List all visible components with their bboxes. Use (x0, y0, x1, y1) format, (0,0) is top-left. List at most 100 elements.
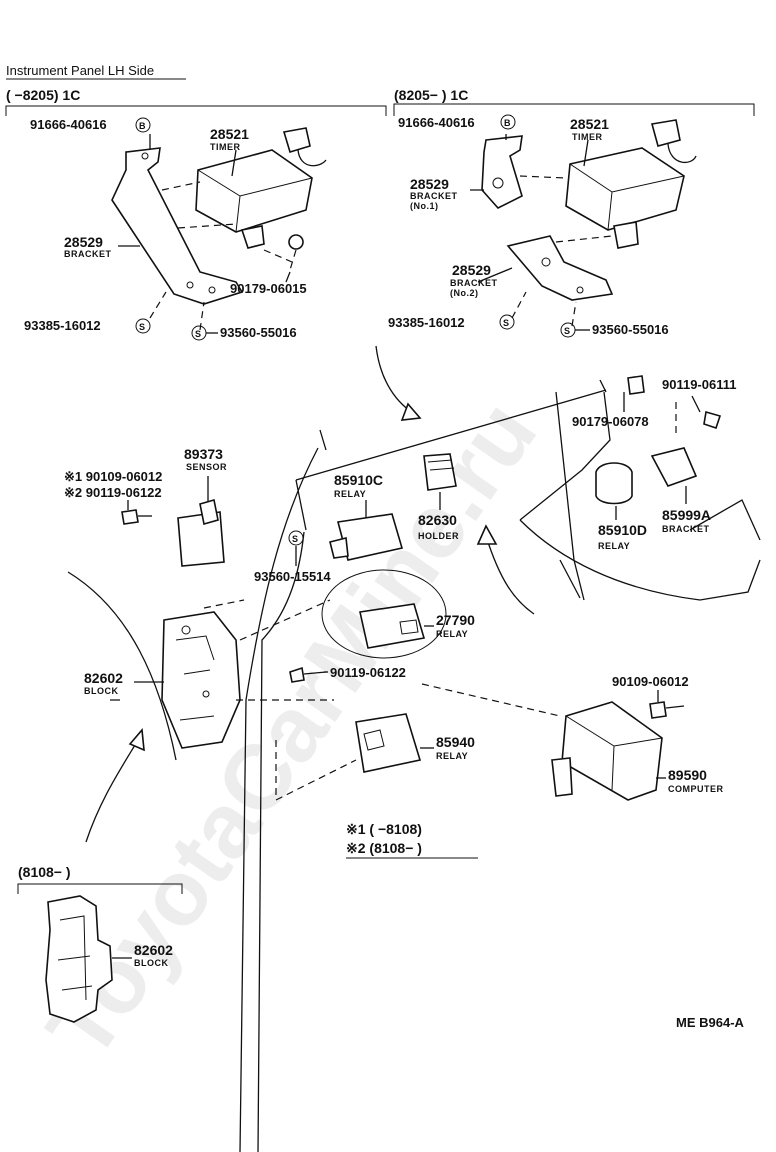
sensor-bolt-label-2: ※2 90119-06122 (64, 485, 162, 500)
relay-85940-number: 85940 (436, 734, 475, 750)
bottom-block-number: 82602 (134, 942, 173, 958)
b-symbol-circle (500, 114, 516, 130)
s-symbol-circle (135, 318, 151, 334)
page-title: Instrument Panel LH Side (6, 63, 154, 78)
connector-wire (667, 143, 697, 164)
relay-27790-number: 27790 (436, 612, 475, 628)
assembly-line (519, 175, 567, 179)
relay-socket (399, 619, 419, 635)
sensor-number: 89373 (184, 446, 223, 462)
bracket-no2-number: 28529 (452, 262, 491, 278)
relay-85910d-part (595, 462, 633, 505)
s-symbol: S (503, 318, 510, 328)
relay-27790-name: RELAY (436, 629, 468, 639)
relay-socket (363, 729, 385, 751)
computer-number: 89590 (668, 767, 707, 783)
panel-edge (67, 571, 177, 761)
assembly-line (263, 249, 297, 271)
relay-85910d-name: RELAY (598, 541, 630, 551)
assembly-line (177, 223, 237, 229)
left-range-bracket (5, 105, 387, 116)
bracket-85999a-number: 85999A (662, 507, 711, 523)
right-timer-name: TIMER (572, 132, 603, 142)
bolt-part (703, 410, 722, 430)
right-screw-label-2: 93560-55016 (592, 322, 669, 337)
left-screw-label-2: 93560-55016 (220, 325, 297, 340)
assembly-line (161, 181, 201, 191)
s-symbol: S (292, 534, 299, 544)
assembly-line (203, 599, 334, 701)
computer-tab (551, 757, 573, 797)
sensor-name: SENSOR (186, 462, 227, 472)
s-symbol-circle (288, 530, 304, 546)
clip-label: 90179-06078 (572, 414, 649, 429)
bolt-shaft (303, 671, 327, 675)
left-screw-label-1: 93385-16012 (24, 318, 101, 333)
timer-tab (613, 221, 639, 249)
clip-part (627, 375, 645, 395)
bracket-hole (186, 281, 194, 289)
note-1: ※1 ( −8108) (346, 821, 422, 837)
left-range-label: ( −8205) 1C (6, 87, 80, 103)
bracket-no2-sub: (No.2) (450, 288, 479, 298)
bolt-part (121, 509, 139, 525)
bracket-no2-part (506, 235, 614, 301)
b-symbol: B (504, 118, 511, 128)
assembly-line (555, 235, 613, 243)
sensor-bolt-label-1: ※1 90109-06012 (64, 469, 162, 484)
bracket-hole (141, 152, 149, 160)
arrow-shaft (485, 535, 535, 615)
arrow-shaft (85, 739, 139, 843)
bracket-hole (492, 177, 504, 189)
b-symbol: B (139, 121, 146, 131)
bracket-hole (208, 286, 216, 294)
connector-wire (297, 149, 327, 167)
holder-detail (427, 459, 455, 471)
block-hole (181, 625, 191, 635)
left-bracket-name: BRACKET (64, 249, 112, 259)
bolt-computer-label: 90109-06012 (612, 674, 689, 689)
bottom-range-label: (8108− ) (18, 864, 71, 880)
bottom-block-82602 (45, 895, 113, 1023)
leader-line (231, 149, 237, 177)
leader-line (511, 291, 577, 327)
bottom-block-detail (57, 915, 93, 1001)
arrow-head (476, 524, 498, 545)
bracket-hole (576, 286, 584, 294)
s-symbol-circle (499, 314, 515, 330)
bracket-no1-name: BRACKET (410, 191, 458, 201)
bracket-hole (541, 257, 551, 267)
nut-part (288, 234, 304, 250)
screw-15514-label: 93560-15514 (254, 569, 331, 584)
computer-name: COMPUTER (668, 784, 724, 794)
bracket-85999a-name: BRACKET (662, 524, 710, 534)
left-nut-label: 90179-06015 (230, 281, 307, 296)
note-2: ※2 (8108− ) (346, 840, 422, 856)
block-detail (175, 635, 215, 721)
connector-part (282, 127, 311, 153)
right-screw-label-1: 93385-16012 (388, 315, 465, 330)
left-bolt-label: 91666-40616 (30, 117, 107, 132)
bolt-part (649, 701, 667, 719)
leader-line (691, 395, 701, 413)
arrow-head (400, 402, 422, 421)
bolt-right-label: 90119-06111 (662, 377, 736, 392)
timer-edge (197, 169, 313, 233)
bolt-part (289, 666, 305, 683)
bottom-block-name: BLOCK (134, 958, 169, 968)
bolt-shaft (665, 705, 685, 709)
s-symbol: S (139, 322, 146, 332)
leader-line (199, 301, 205, 331)
relay-85940-part (355, 713, 422, 773)
bolt-mid-label: 90119-06122 (330, 665, 406, 680)
panel-outline (239, 379, 761, 1152)
connector-part (650, 119, 681, 147)
relay-circle-guide (321, 569, 447, 659)
leader-line (285, 271, 291, 283)
timer-tab (240, 225, 265, 249)
right-range-bracket (393, 103, 755, 116)
holder-name: HOLDER (418, 531, 459, 541)
bottom-block-part (45, 895, 113, 1023)
relay-85910d-number: 85910D (598, 522, 647, 538)
left-timer-number: 28521 (210, 126, 249, 142)
